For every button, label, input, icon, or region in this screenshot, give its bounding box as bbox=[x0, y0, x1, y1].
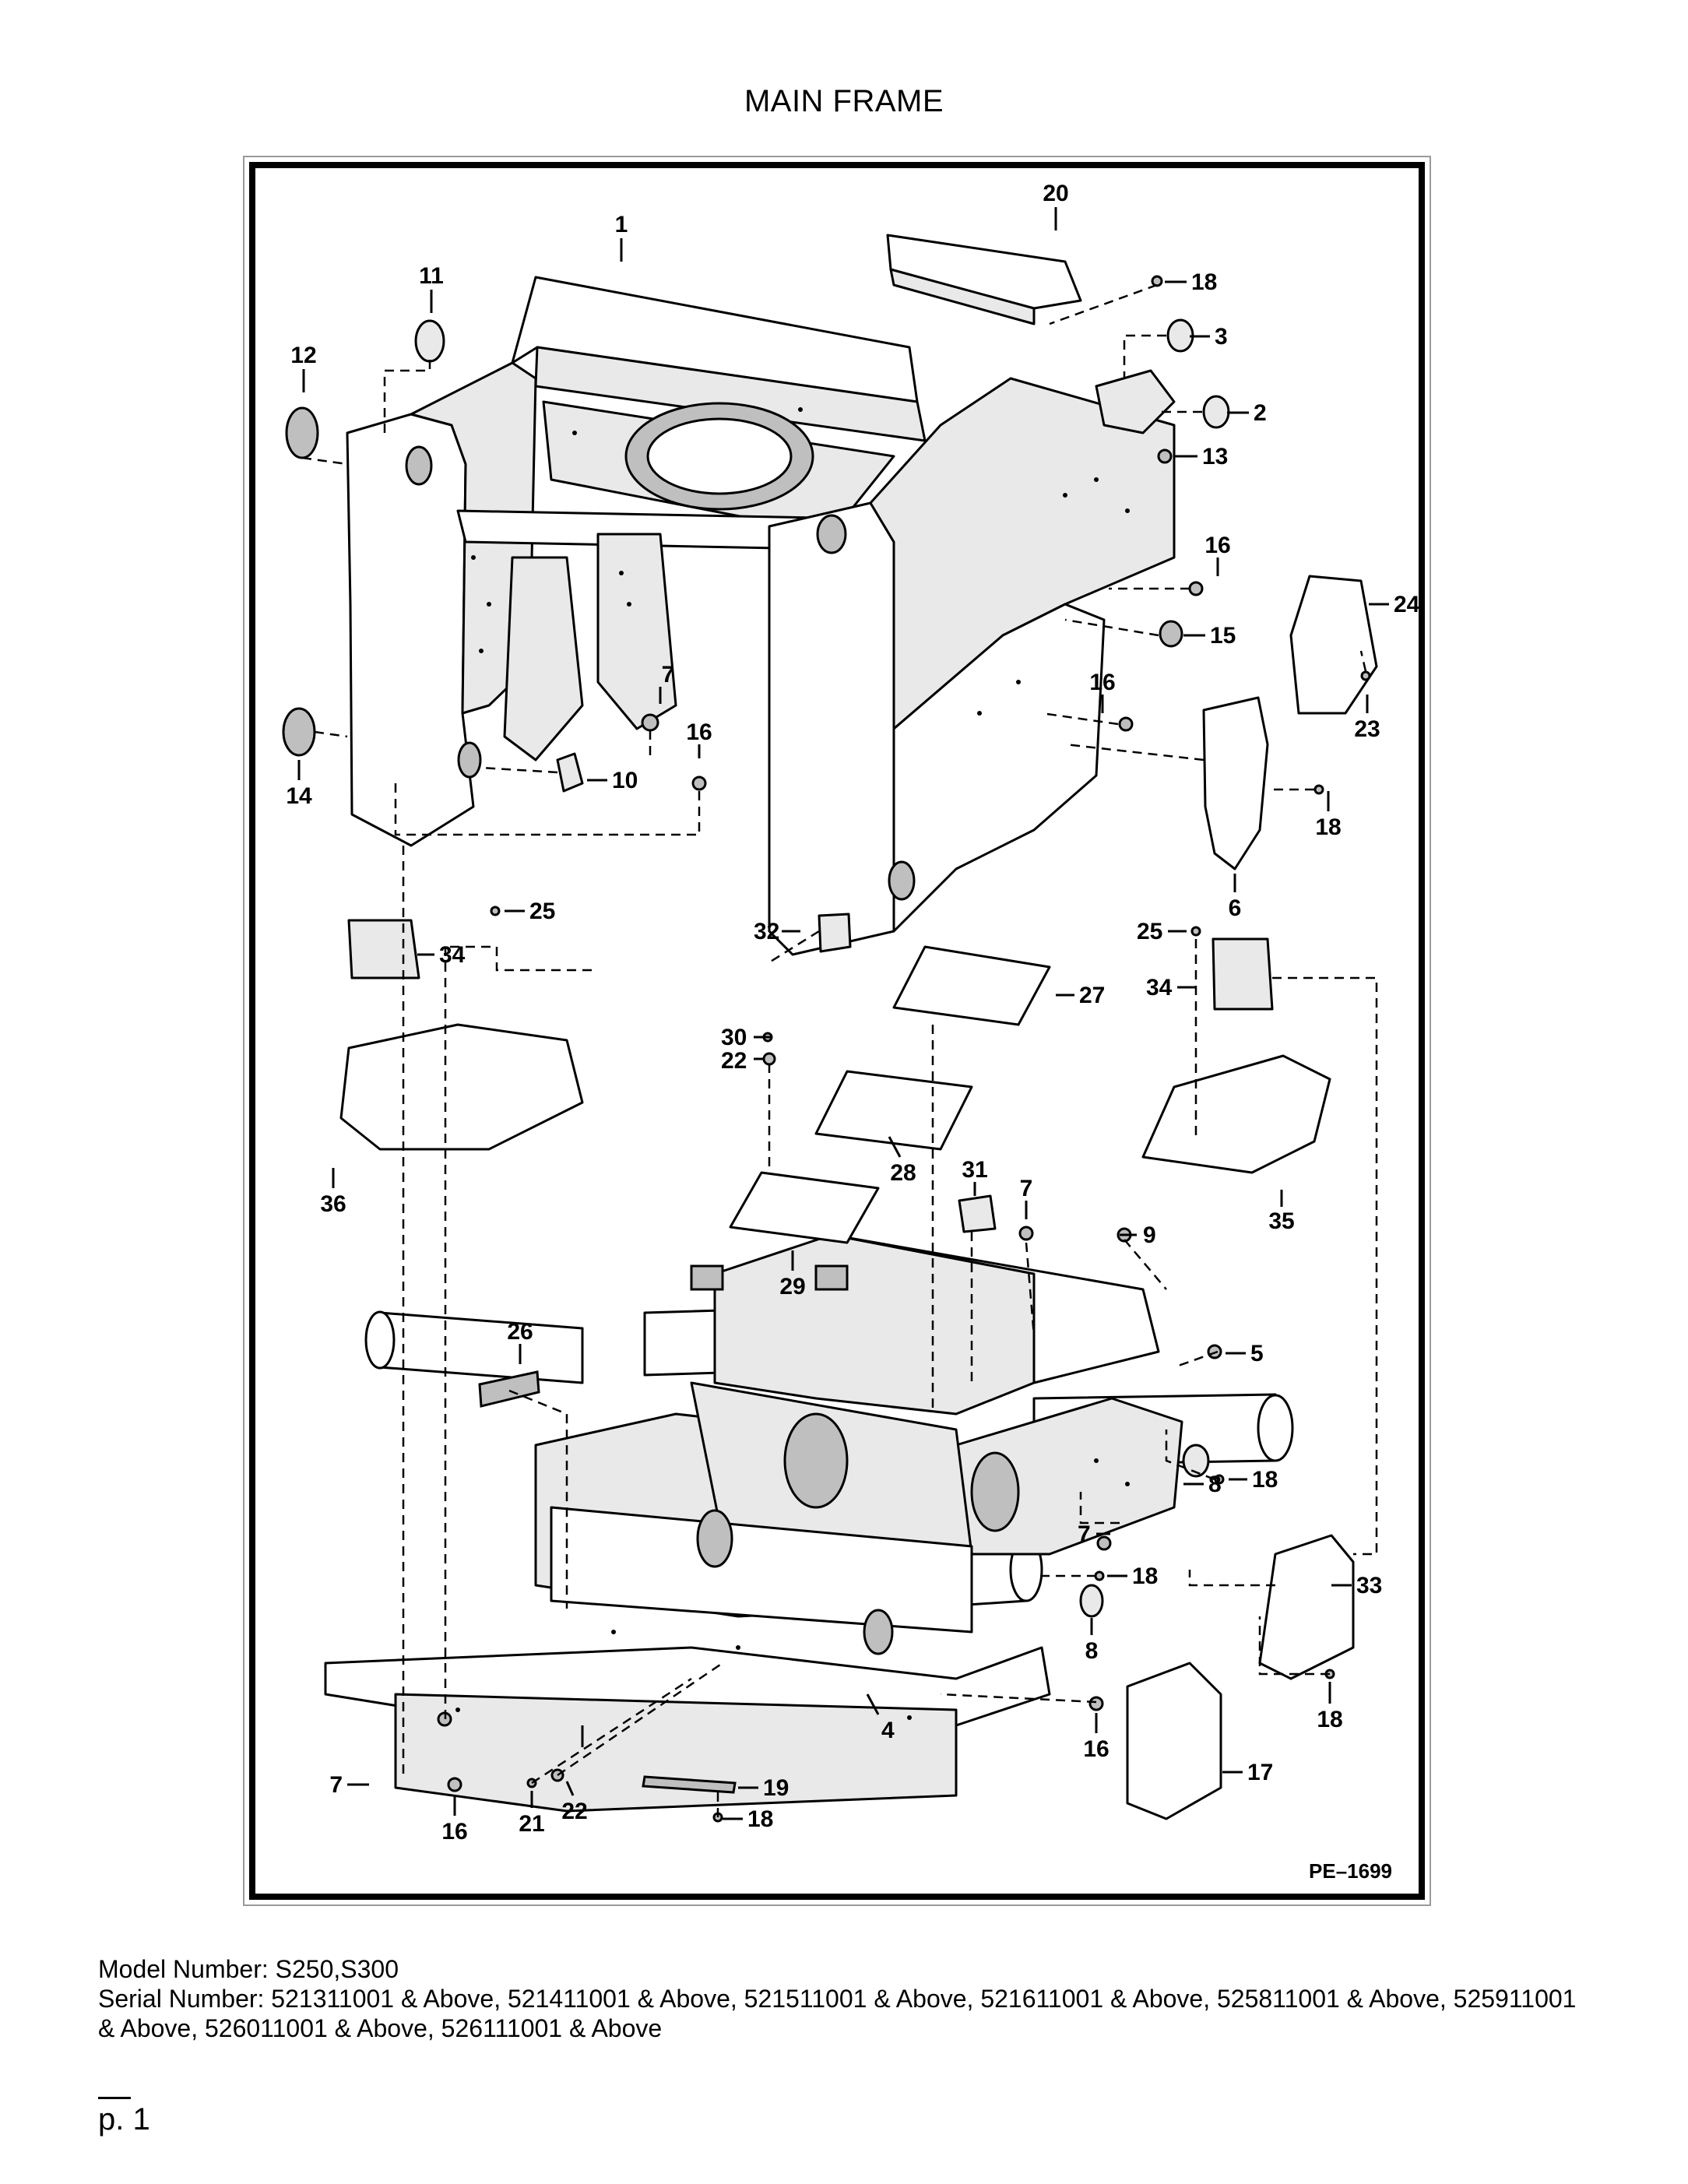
page-title: MAIN FRAME bbox=[744, 84, 944, 118]
callout-30: 30 bbox=[721, 1025, 747, 1050]
part-35-right-tank bbox=[1141, 1054, 1331, 1174]
callout-12: 12 bbox=[290, 343, 316, 368]
callout-7-lower: 7 bbox=[1078, 1521, 1091, 1547]
callout-2: 2 bbox=[1254, 400, 1267, 426]
part-15-bushing bbox=[1159, 620, 1183, 648]
callout-18-right: 18 bbox=[1252, 1467, 1278, 1493]
drawing-code: PE–1699 bbox=[1309, 1859, 1392, 1883]
diagram-outer-border bbox=[243, 156, 1431, 1906]
callout-1: 1 bbox=[615, 212, 628, 237]
part-34-left-clamp bbox=[347, 919, 420, 979]
callout-28: 28 bbox=[890, 1160, 916, 1186]
callout-27: 27 bbox=[1079, 983, 1105, 1008]
callout-7-upper: 7 bbox=[662, 662, 675, 688]
part-3-bushing bbox=[1166, 318, 1194, 353]
callout-21: 21 bbox=[519, 1811, 544, 1837]
part-2-bushing bbox=[1202, 395, 1230, 429]
callout-34-right: 34 bbox=[1146, 975, 1173, 1001]
callout-26: 26 bbox=[507, 1319, 533, 1345]
part-14-bearing bbox=[282, 707, 316, 757]
callout-20: 20 bbox=[1043, 181, 1068, 206]
callout-22-upper: 22 bbox=[721, 1048, 747, 1074]
callout-18-cover: 18 bbox=[1317, 1707, 1342, 1732]
page-rule bbox=[98, 2097, 131, 2099]
diagram-svg: 1 11 12 20 18 3 2 13 16 15 24 23 16 18 6… bbox=[282, 181, 1419, 1883]
callout-7-mid: 7 bbox=[1020, 1176, 1033, 1201]
assembly-lines bbox=[301, 283, 1378, 1817]
part-32-clamp bbox=[818, 913, 852, 953]
callout-16-upper: 16 bbox=[1204, 533, 1230, 558]
part-24-cover bbox=[1289, 575, 1378, 715]
part-8-clamp-a bbox=[1182, 1444, 1210, 1478]
callout-22-lower: 22 bbox=[561, 1799, 587, 1824]
part-6-plate bbox=[1202, 696, 1269, 870]
callout-18-axle: 18 bbox=[1132, 1563, 1158, 1589]
callout-14: 14 bbox=[286, 783, 312, 809]
callout-18-bottom: 18 bbox=[747, 1806, 773, 1832]
callout-23: 23 bbox=[1354, 716, 1380, 742]
callout-16-left: 16 bbox=[686, 719, 712, 745]
main-frame-upper bbox=[346, 276, 1176, 956]
callout-29: 29 bbox=[779, 1274, 805, 1299]
callout-33: 33 bbox=[1356, 1573, 1382, 1598]
callout-15: 15 bbox=[1210, 623, 1236, 649]
callout-18-plate: 18 bbox=[1315, 814, 1341, 840]
part-8-clamp-b bbox=[1079, 1584, 1104, 1618]
callout-10: 10 bbox=[612, 768, 638, 793]
callout-6: 6 bbox=[1229, 895, 1242, 921]
callout-18-top: 18 bbox=[1191, 269, 1217, 295]
part-11-bushing bbox=[414, 319, 445, 363]
exploded-parts-diagram: 1 11 12 20 18 3 2 13 16 15 24 23 16 18 6… bbox=[255, 168, 1419, 1894]
main-frame-lower bbox=[324, 1233, 1294, 1813]
part-31-clamp bbox=[958, 1194, 997, 1233]
callout-16-right: 16 bbox=[1083, 1736, 1109, 1762]
serial-number-line: Serial Number: 521311001 & Above, 521411… bbox=[98, 1985, 1577, 2042]
part-27-plate bbox=[892, 945, 1051, 1026]
page-number: p. 1 bbox=[98, 2102, 150, 2137]
callout-5: 5 bbox=[1250, 1341, 1264, 1366]
callout-19: 19 bbox=[763, 1775, 789, 1801]
model-number-line: Model Number: S250,S300 bbox=[98, 1955, 399, 1983]
callout-36: 36 bbox=[320, 1191, 346, 1217]
part-12-bearing bbox=[285, 406, 319, 459]
callout-24: 24 bbox=[1394, 592, 1419, 617]
callout-9: 9 bbox=[1143, 1222, 1156, 1248]
callout-17: 17 bbox=[1247, 1760, 1273, 1785]
part-20-bracket bbox=[886, 234, 1082, 325]
part-10-pin bbox=[556, 752, 584, 793]
callout-7-bottom: 7 bbox=[329, 1772, 343, 1798]
part-19-strip bbox=[642, 1775, 737, 1794]
callout-25-right: 25 bbox=[1137, 919, 1162, 944]
callout-35: 35 bbox=[1268, 1208, 1294, 1234]
part-34-right-clamp bbox=[1211, 937, 1274, 1011]
callout-13: 13 bbox=[1202, 444, 1228, 470]
callout-3: 3 bbox=[1215, 324, 1228, 350]
callout-4: 4 bbox=[881, 1718, 895, 1743]
part-26-bar bbox=[478, 1370, 540, 1408]
callout-16-bottom: 16 bbox=[441, 1819, 467, 1845]
part-36-left-tank bbox=[339, 1023, 584, 1151]
diagram-frame bbox=[249, 162, 1425, 1900]
callout-leaders bbox=[297, 207, 1389, 1820]
part-33-cover bbox=[1258, 1534, 1355, 1680]
lower-frame-holes bbox=[455, 1458, 1130, 1720]
callout-8-upper: 8 bbox=[1208, 1472, 1222, 1497]
part-29-plate bbox=[729, 1171, 880, 1244]
callout-16-mid: 16 bbox=[1089, 670, 1115, 695]
callout-34-left: 34 bbox=[439, 942, 466, 968]
callout-8-lower: 8 bbox=[1085, 1638, 1099, 1664]
frame-holes bbox=[471, 407, 1130, 716]
callout-11: 11 bbox=[419, 263, 444, 289]
part-28-plate bbox=[814, 1070, 973, 1151]
footer-info: Model Number: S250,S300 Serial Number: 5… bbox=[98, 1954, 1577, 2043]
callout-32: 32 bbox=[754, 919, 779, 944]
callout-numbers: 1 11 12 20 18 3 2 13 16 15 24 23 16 18 6… bbox=[286, 181, 1419, 1883]
callout-31: 31 bbox=[962, 1157, 987, 1183]
callout-25-left: 25 bbox=[529, 899, 555, 924]
part-17-cover bbox=[1126, 1662, 1222, 1820]
